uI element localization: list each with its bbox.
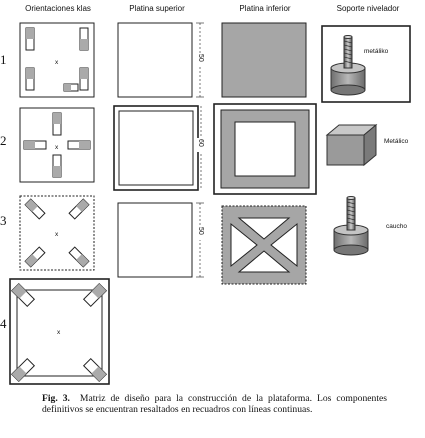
cell-pad	[25, 67, 35, 91]
header-soporte: Soporte nivelador	[336, 4, 400, 13]
center-x-mark: x	[55, 231, 59, 238]
orientation-row-4: x	[9, 278, 110, 385]
header-orientaciones: Orientaciones klas	[25, 4, 91, 13]
platina-superior-1: 50	[117, 22, 204, 98]
soporte-label-1: metáliko	[364, 48, 389, 55]
platina-inferior-1	[221, 22, 307, 98]
center-x-mark: x	[55, 59, 59, 66]
soporte-1: metáliko	[321, 25, 411, 103]
orientation-row-3: x	[19, 195, 95, 271]
dimension-label-2: 60	[197, 139, 204, 147]
soporte-2: Metálico	[325, 123, 409, 167]
cell-pad	[10, 282, 36, 308]
cell-pad	[82, 357, 108, 383]
cell-pad	[52, 154, 62, 178]
row-number-3: 3	[0, 213, 7, 228]
orientation-row-1: x	[19, 22, 95, 98]
platina-superior-3: 50	[117, 202, 204, 278]
leveler-metal-block-icon	[325, 123, 378, 167]
orientation-row-2: x	[19, 107, 95, 183]
leveler-metal-icon	[330, 35, 366, 96]
cell-pad	[25, 27, 35, 51]
soporte-3: caucho	[333, 196, 407, 256]
row-number-2: 2	[0, 133, 7, 148]
platina-inferior-3	[221, 205, 307, 285]
caption-label: Fig. 3.	[42, 393, 70, 404]
cell-pad	[79, 27, 89, 51]
dimension-label-1: 50	[197, 54, 204, 62]
soporte-label-2: Metálico	[384, 138, 409, 145]
cell-pad	[63, 83, 79, 92]
center-x-mark: x	[57, 329, 61, 336]
center-x-mark: x	[55, 144, 59, 151]
platina-inferior-2	[213, 103, 317, 195]
header-platina-inferior: Platina inferior	[239, 4, 291, 13]
cell-pad	[23, 140, 47, 150]
cell-pad	[67, 140, 91, 150]
cell-pad	[79, 67, 89, 91]
caption-text: Matriz de diseño para la construcción de…	[42, 393, 387, 415]
cell-pad	[68, 246, 90, 268]
cell-pad	[10, 357, 36, 383]
cell-pad	[24, 246, 46, 268]
platina-superior-2: 60	[113, 105, 204, 191]
design-matrix-figure: x 50 metáliko x	[9, 22, 411, 385]
cell-pad	[52, 112, 62, 136]
header-platina-superior: Platina superior	[129, 4, 185, 13]
row-number-1: 1	[0, 52, 7, 67]
soporte-label-3: caucho	[386, 223, 407, 230]
row-number-4: 4	[0, 316, 7, 331]
cell-pad	[24, 198, 46, 220]
cell-pad	[68, 198, 90, 220]
dimension-label-3: 50	[197, 227, 204, 235]
leveler-rubber-icon	[333, 196, 369, 256]
cell-pad	[82, 282, 108, 308]
figure-caption: Fig. 3. Matriz de diseño para la constru…	[42, 393, 387, 415]
